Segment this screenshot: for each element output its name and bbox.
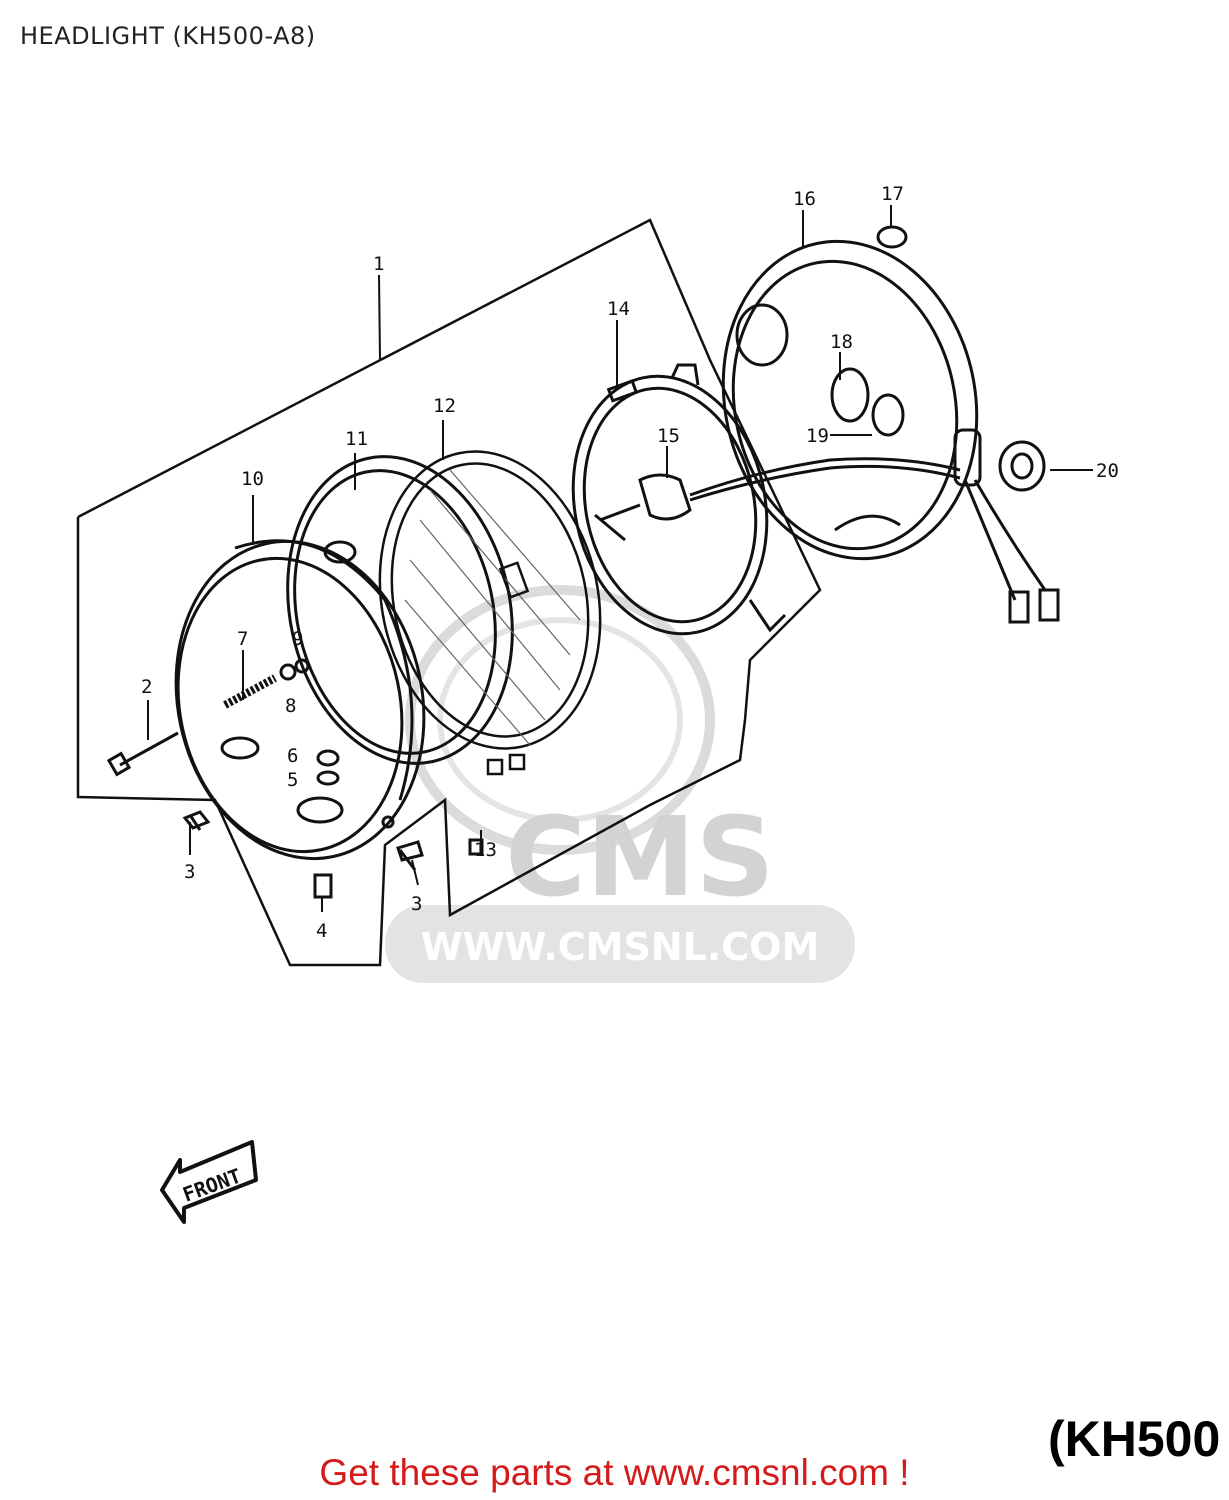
inner-ring <box>286 455 514 765</box>
headlight-rim <box>174 539 426 861</box>
model-code-label: (KH500 <box>1048 1411 1221 1467</box>
callout-12: 12 <box>433 395 456 417</box>
callout-numbers: 1 2 3 3 4 5 6 7 8 9 10 11 12 13 14 15 16… <box>141 183 1119 942</box>
callout-16: 16 <box>793 188 816 210</box>
callout-6: 6 <box>287 745 298 767</box>
callout-10: 10 <box>241 468 264 490</box>
hardware <box>106 658 484 899</box>
sealed-beam-unit <box>378 450 602 776</box>
watermark-url: WWW.CMSNL.COM <box>421 925 820 969</box>
grommet <box>998 440 1046 492</box>
callout-11: 11 <box>345 428 368 450</box>
callout-14: 14 <box>607 298 630 320</box>
callout-8: 8 <box>285 695 296 717</box>
callout-4: 4 <box>316 920 327 942</box>
callout-3a: 3 <box>184 861 195 883</box>
callout-7: 7 <box>237 628 248 650</box>
front-arrow: FRONT <box>160 1140 258 1224</box>
callout-5: 5 <box>287 769 298 791</box>
page-title: HEADLIGHT (KH500-A8) <box>20 22 316 50</box>
callout-2: 2 <box>141 676 152 698</box>
leader-lines <box>147 205 1093 912</box>
callout-1: 1 <box>373 253 384 275</box>
mounting-ring <box>571 363 787 636</box>
cms-watermark: CMS WWW.CMSNL.COM <box>385 585 855 983</box>
callout-20: 20 <box>1096 460 1119 482</box>
callout-19: 19 <box>806 425 829 447</box>
callout-3b: 3 <box>411 893 422 915</box>
watermark-brand: CMS <box>505 793 774 921</box>
callout-17: 17 <box>881 183 904 205</box>
headlight-housing <box>721 239 1060 624</box>
bulb-socket <box>594 457 961 542</box>
promo-link[interactable]: Get these parts at www.cmsnl.com ! <box>319 1452 910 1493</box>
callout-15: 15 <box>657 425 680 447</box>
rubber-cap <box>876 225 908 249</box>
exploded-parts-diagram: CMS WWW.CMSNL.COM <box>76 183 1119 1224</box>
callout-18: 18 <box>830 331 853 353</box>
assembly-outline <box>76 218 822 967</box>
callout-13: 13 <box>474 839 497 861</box>
callout-9: 9 <box>292 628 303 650</box>
